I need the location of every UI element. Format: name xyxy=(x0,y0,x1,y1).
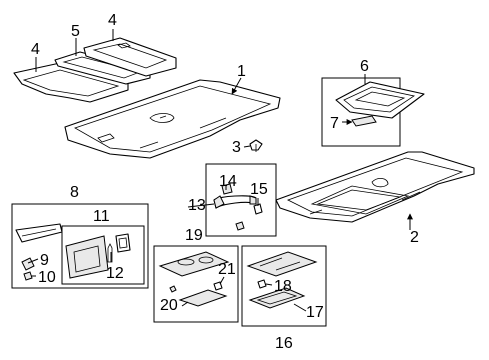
callout-2: 2 xyxy=(410,229,419,246)
callout-14: 14 xyxy=(219,173,237,190)
visor-clip-part-10 xyxy=(23,271,33,281)
callout-5: 5 xyxy=(71,23,80,40)
callout-19: 19 xyxy=(185,227,203,244)
dome-lamp-box xyxy=(153,245,239,323)
callout-13: 13 xyxy=(188,197,206,214)
clip-part-3 xyxy=(249,139,263,152)
callout-7: 7 xyxy=(330,115,339,132)
callout-20: 20 xyxy=(160,297,178,314)
callout-1: 1 xyxy=(237,63,246,80)
callouts: 1 2 3 4 4 5 6 7 8 9 10 11 12 13 14 15 16… xyxy=(31,12,419,352)
dome-lamp-screw xyxy=(169,285,177,293)
callout-6: 6 xyxy=(360,58,369,75)
map-lamp-lens-part-17 xyxy=(248,287,306,309)
callout-16: 16 xyxy=(275,335,293,352)
callout-4-right: 4 xyxy=(108,12,117,29)
callout-3: 3 xyxy=(232,139,241,156)
dome-lamp-lens-part-20 xyxy=(178,289,228,307)
callout-11: 11 xyxy=(93,208,110,225)
headliner-pad-right xyxy=(83,37,177,77)
callout-18: 18 xyxy=(274,278,292,295)
callout-10: 10 xyxy=(38,269,56,286)
map-lamp-housing xyxy=(246,251,318,277)
sun-visor xyxy=(15,223,63,243)
grab-handle xyxy=(213,195,257,209)
callout-8: 8 xyxy=(70,184,79,201)
map-lamp-bulb-part-18 xyxy=(257,279,267,289)
callout-4-left: 4 xyxy=(31,41,40,58)
dome-lamp-housing xyxy=(158,251,230,277)
visor-holder-part-9 xyxy=(21,257,35,271)
handle-cap-part-14 xyxy=(221,183,233,195)
callout-12: 12 xyxy=(106,265,124,282)
callout-17: 17 xyxy=(306,304,324,321)
vanity-lamp-part-12 xyxy=(107,233,131,263)
sunroof-headliner xyxy=(275,151,475,223)
callout-15: 15 xyxy=(250,181,268,198)
map-lamp-box xyxy=(241,245,327,327)
callout-21: 21 xyxy=(218,261,236,278)
sunroof-inset xyxy=(321,77,425,147)
sun-visor-box xyxy=(11,203,149,289)
vanity-mirror-part-11 xyxy=(65,235,109,279)
leader-lines xyxy=(27,29,413,312)
sunroof-trim-part-7 xyxy=(351,115,377,127)
roof-headliner xyxy=(64,79,281,159)
grab-handle-box xyxy=(205,163,277,237)
handle-screw xyxy=(235,221,245,231)
callout-9: 9 xyxy=(40,252,49,269)
